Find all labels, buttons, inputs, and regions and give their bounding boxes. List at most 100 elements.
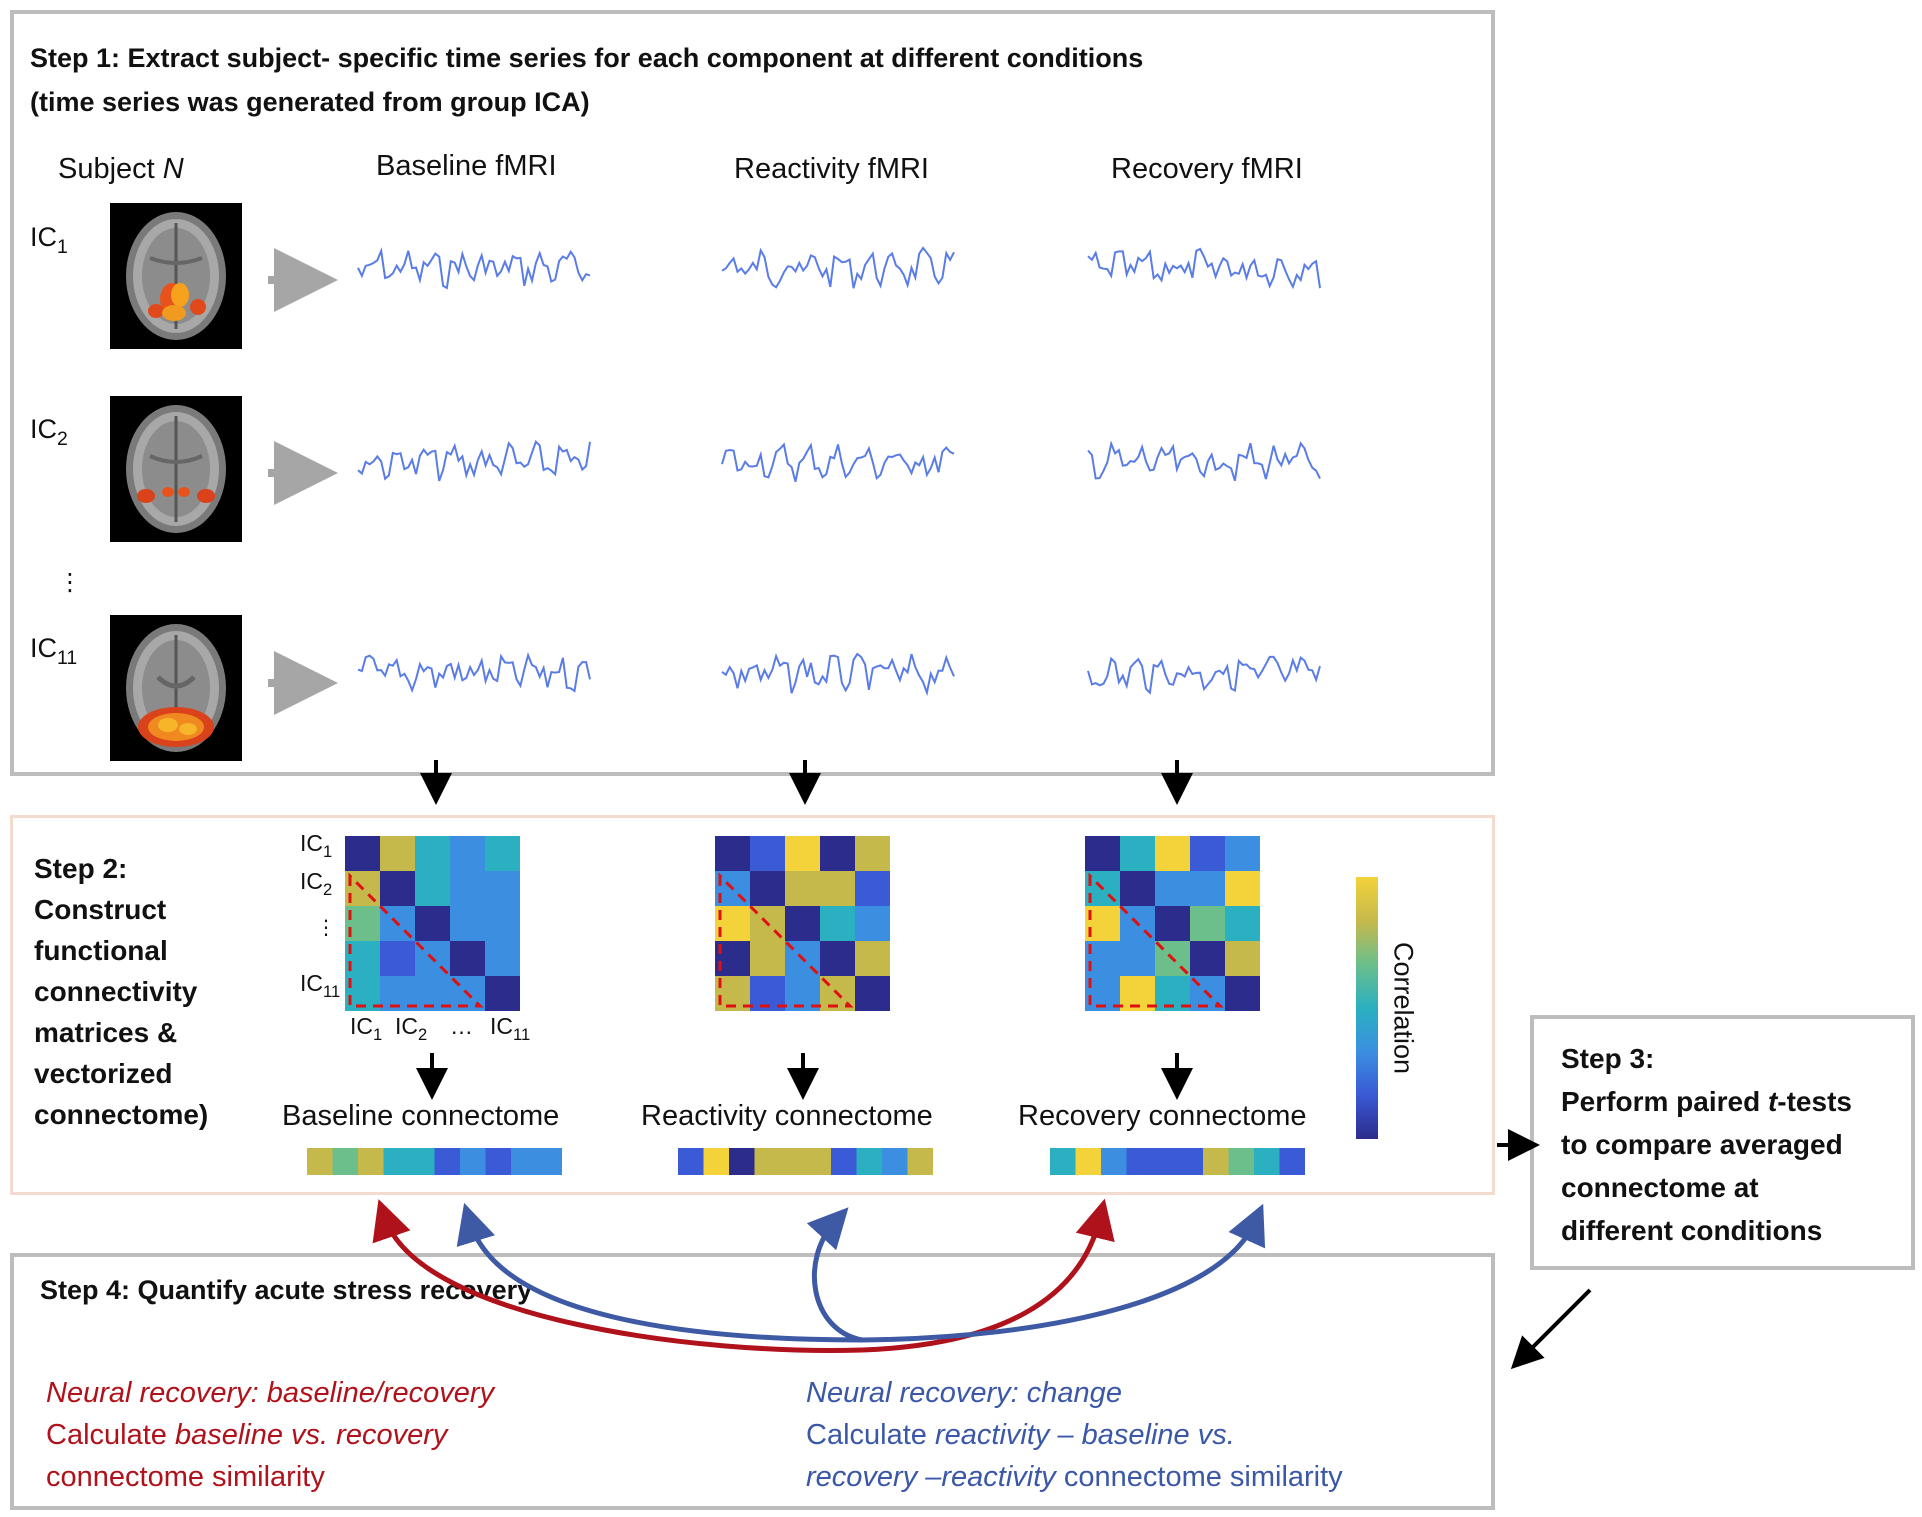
brain-map-ic2: [110, 396, 242, 542]
step2-title-line: matrices &: [34, 1017, 178, 1048]
text-segment: baseline vs. recovery: [174, 1419, 448, 1451]
connectome-vector-cell: [460, 1148, 486, 1175]
matrix-cell: [750, 941, 785, 976]
matrix-col-label: …: [450, 1013, 473, 1039]
matrix-row-label: ⋮: [316, 917, 336, 939]
matrix-cell: [1225, 836, 1260, 871]
matrix-cell: [380, 836, 415, 871]
text-segment: to compare averaged: [1561, 1129, 1843, 1160]
matrix-cell: [820, 836, 855, 871]
step3-line: connectome at: [1561, 1166, 1852, 1209]
step3-line: Step 3:: [1561, 1037, 1852, 1080]
component-label-2: IC2: [30, 414, 68, 450]
condition-label-reactivity: Reactivity fMRI: [734, 153, 929, 185]
matrix-cell: [1225, 941, 1260, 976]
matrix-cell: [450, 836, 485, 871]
matrix-cell: [485, 836, 520, 871]
blue-text-line: recovery –reactivity connectome similari…: [806, 1456, 1343, 1498]
step2-title-line: connectome): [34, 1099, 209, 1130]
connectome-label-baseline: Baseline connectome: [282, 1100, 560, 1132]
connectome-vector-cell: [678, 1148, 704, 1175]
subject-label: Subject N: [58, 153, 184, 185]
matrix-cell: [450, 941, 485, 976]
connectome-vector-cell: [1279, 1148, 1305, 1175]
time-series-signal: [721, 246, 955, 289]
text-segment: -tests: [1777, 1086, 1852, 1117]
connectome-vector-cell: [358, 1148, 384, 1175]
step1-panel: [10, 10, 1495, 776]
time-series-signal: [357, 247, 591, 290]
connectome-vector-cell: [1177, 1148, 1203, 1175]
connectome-vector-cell: [805, 1148, 831, 1175]
step2-title-line: Step 2:: [34, 853, 128, 884]
connectome-vector-cell: [485, 1148, 511, 1175]
step2-panel: [10, 815, 1495, 1195]
condition-label-baseline: Baseline fMRI: [376, 150, 557, 182]
component-label-11: IC11: [30, 633, 78, 669]
red-text-line: connectome similarity: [46, 1456, 494, 1498]
text-segment: Calculate: [806, 1419, 935, 1451]
time-series-signal: [357, 439, 591, 482]
matrix-cell: [855, 976, 890, 1011]
text-segment: Calculate: [46, 1419, 175, 1451]
time-series-signal: [1087, 247, 1321, 290]
connectome-vector-cell: [511, 1148, 537, 1175]
matrix-cell: [345, 836, 380, 871]
component-label-1: IC1: [30, 222, 68, 258]
matrix-cell: [820, 906, 855, 941]
brain-map-ic11: [110, 615, 242, 761]
blue-text-line: Calculate reactivity – baseline vs.: [806, 1414, 1343, 1456]
step2-title: Step 2: Construct functional connectivit…: [34, 848, 208, 1135]
matrix-cell: [415, 836, 450, 871]
connectome-vector-cell: [1101, 1148, 1127, 1175]
matrix-cell: [1155, 871, 1190, 906]
matrix-row-label: IC2: [300, 868, 333, 899]
connectome-vector-cell: [409, 1148, 435, 1175]
matrix-cell: [785, 906, 820, 941]
matrix-cell: [485, 976, 520, 1011]
text-segment: reactivity – baseline vs.: [934, 1419, 1235, 1451]
matrix-cell: [485, 941, 520, 976]
red-text-line: Neural recovery: baseline/recovery: [46, 1372, 494, 1414]
connectome-label-recovery: Recovery connectome: [1018, 1100, 1307, 1132]
time-series-signal: [721, 442, 955, 482]
matrix-cell: [820, 871, 855, 906]
matrix-cell: [1190, 836, 1225, 871]
matrix-cell: [785, 836, 820, 871]
arrow-step3-to-step4: [1510, 1288, 1592, 1370]
text-segment: Neural recovery: baseline/recovery: [46, 1377, 495, 1409]
connectome-vector-cell: [1075, 1148, 1101, 1175]
text-segment: Step 3:: [1561, 1043, 1655, 1074]
step3-line: to compare averaged: [1561, 1123, 1852, 1166]
matrix-cell: [415, 871, 450, 906]
matrix-cell: [1120, 871, 1155, 906]
matrix-cell: [855, 941, 890, 976]
time-series-signal: [721, 652, 955, 697]
blue-text-line: Neural recovery: change: [806, 1372, 1343, 1414]
time-series-signal: [357, 652, 591, 694]
matrix-cell: [1225, 976, 1260, 1011]
connectome-vector-cell: [882, 1148, 908, 1175]
matrix-cell: [450, 906, 485, 941]
text-segment: different conditions: [1561, 1215, 1823, 1246]
text-segment: recovery –reactivity: [806, 1461, 1056, 1493]
matrix-cell: [1190, 871, 1225, 906]
matrix-cell: [855, 871, 890, 906]
matrix-cell: [380, 871, 415, 906]
matrix-cell: [1190, 906, 1225, 941]
red-arrow-to-recovery: [861, 1198, 1115, 1353]
step1-title-line2: (time series was generated from group IC…: [30, 87, 590, 117]
step3-line: different conditions: [1561, 1209, 1852, 1252]
matrix-cell: [380, 941, 415, 976]
matrix-cell: [855, 836, 890, 871]
connectome-label-reactivity: Reactivity connectome: [641, 1100, 933, 1132]
text-segment: t: [1767, 1086, 1778, 1117]
connectome-vector-cell: [383, 1148, 409, 1175]
connectome-vector-cell: [1228, 1148, 1254, 1175]
text-segment: connectome at: [1561, 1172, 1759, 1203]
step2-title-line: functional: [34, 935, 168, 966]
time-series-signal: [1087, 440, 1321, 481]
